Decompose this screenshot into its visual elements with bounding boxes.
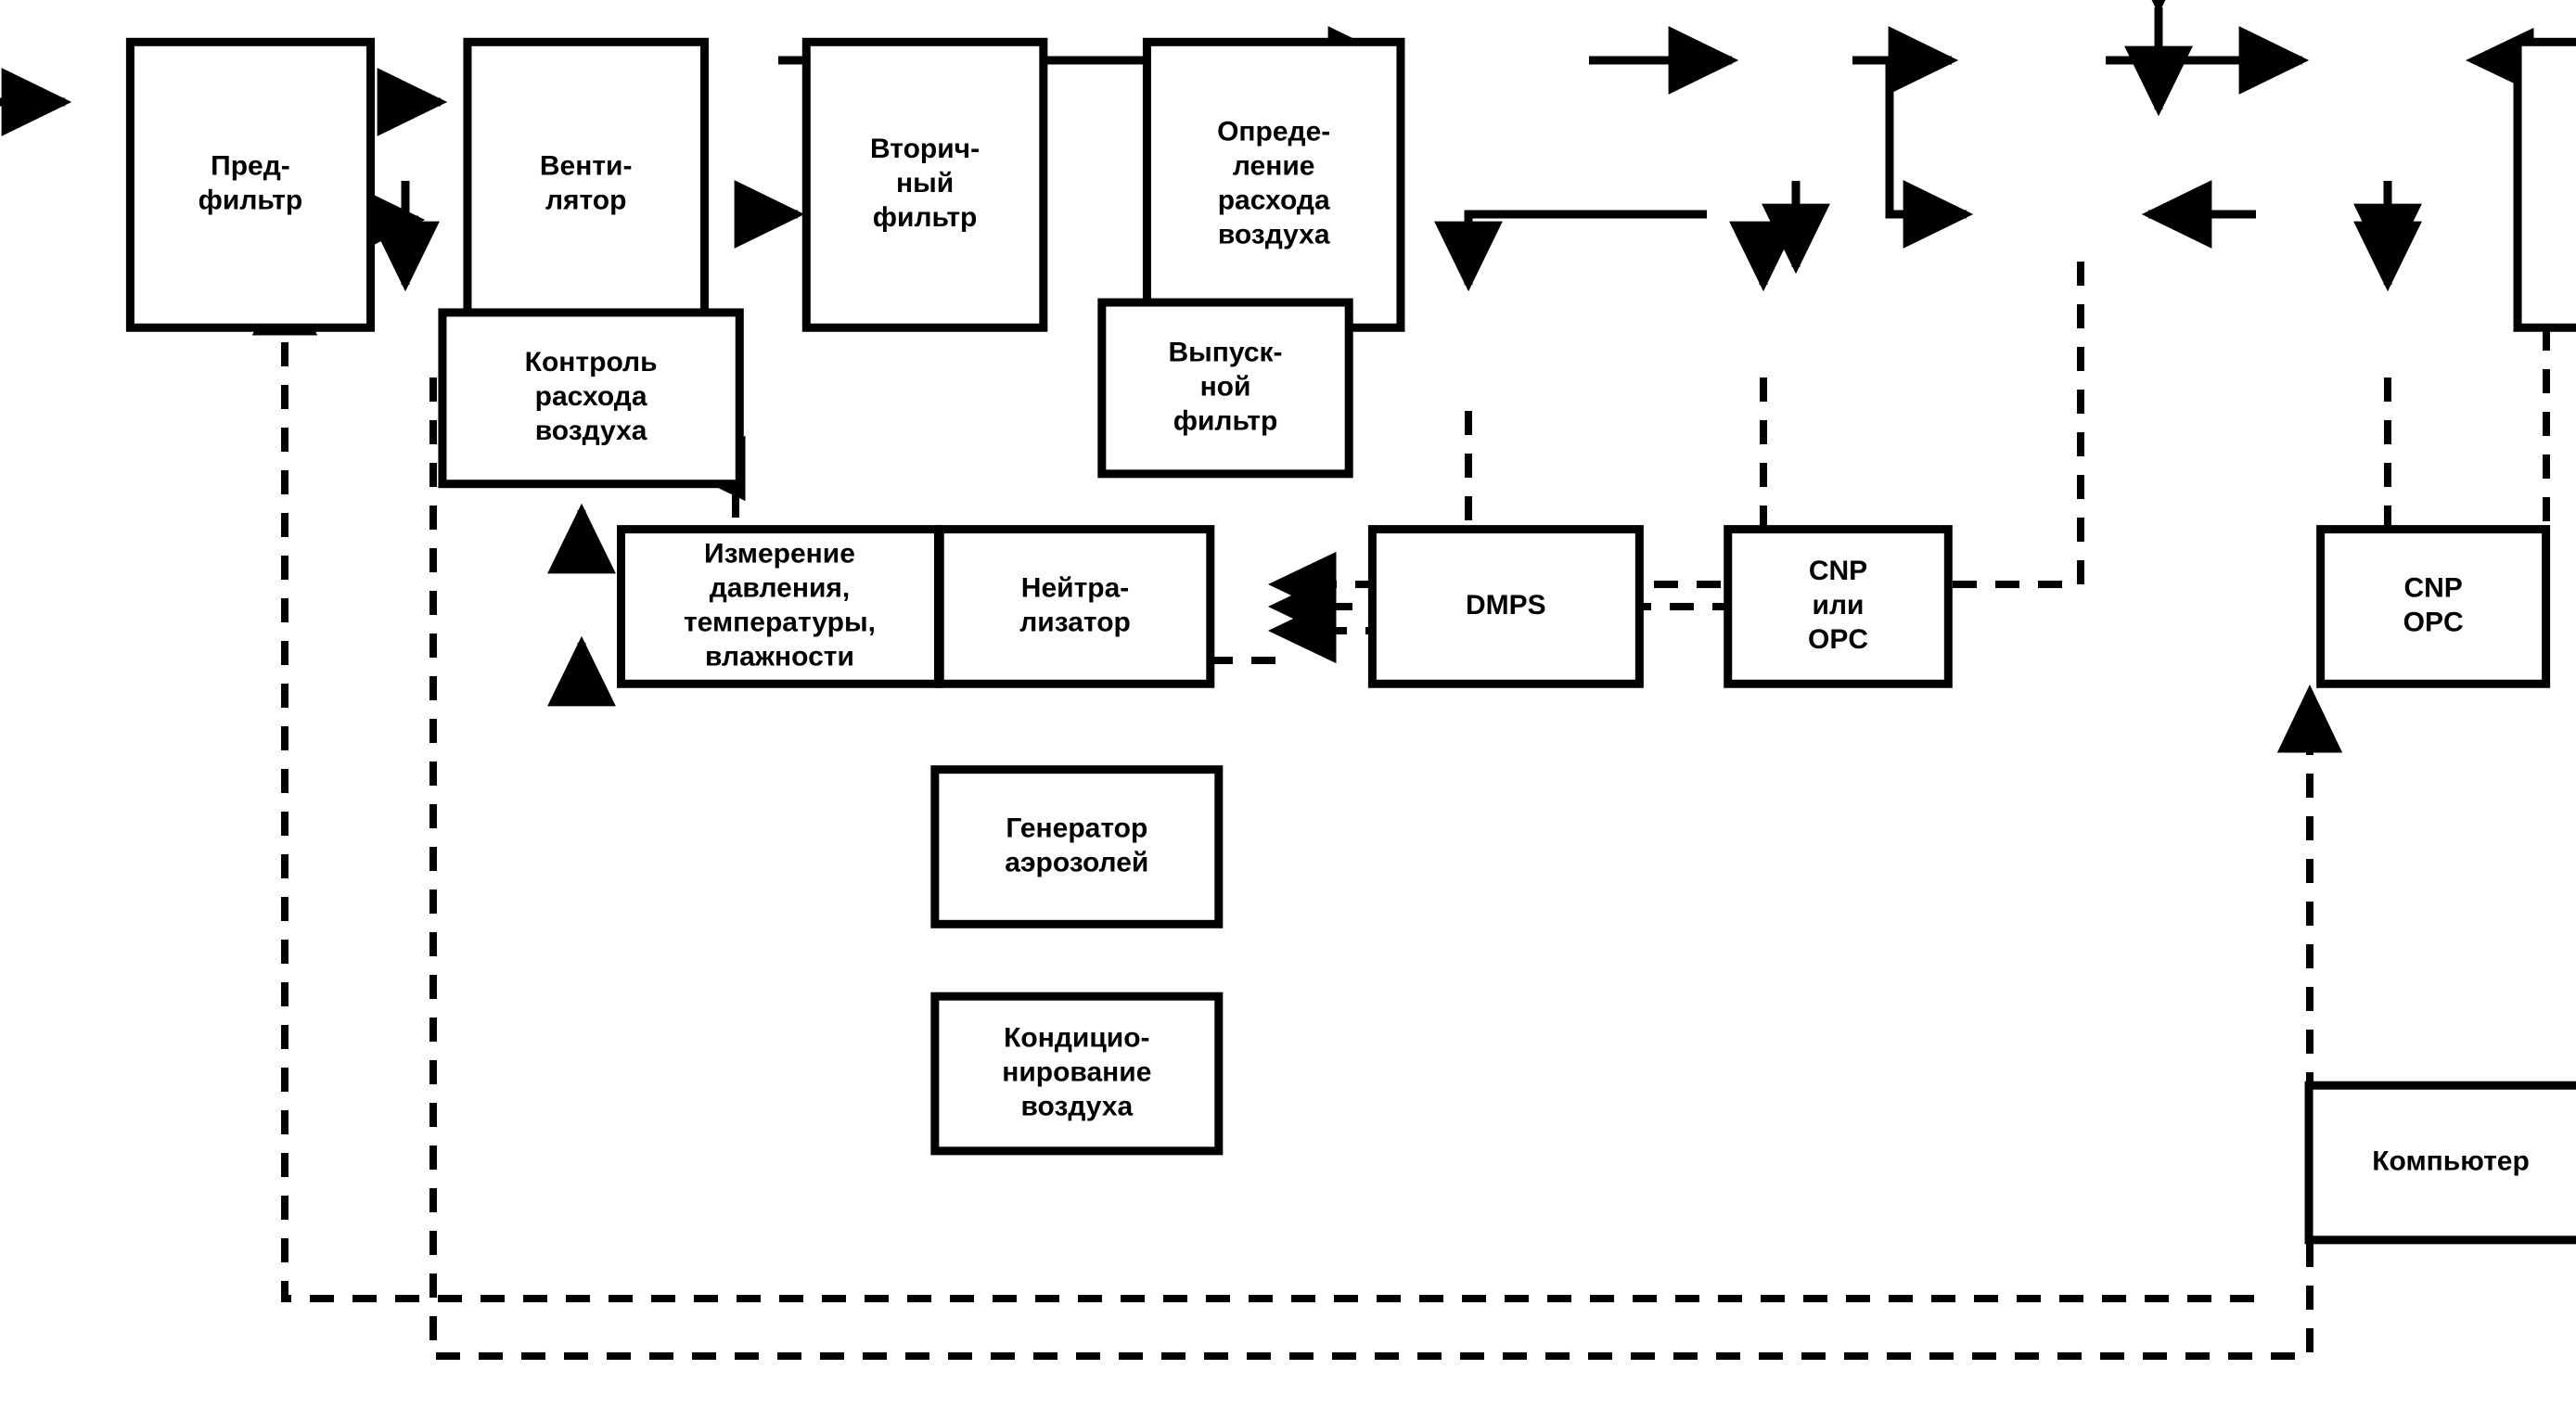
node-box-neutralizer[interactable] xyxy=(935,525,1215,688)
node-label-ptmeasure: Измерение xyxy=(704,538,855,569)
node-prefilter[interactable]: Пред-фильтр xyxy=(125,37,376,332)
node-neutralizer[interactable]: Нейтра-лизатор xyxy=(935,525,1215,688)
node-airconditioning[interactable]: Кондицио-нирование воздуха xyxy=(930,992,1224,1156)
node-label-cnpopc1: OPC xyxy=(1808,624,1868,655)
node-label-flowcontrol: воздуха xyxy=(535,416,647,446)
node-box-exhaustfilter[interactable] xyxy=(1097,298,1353,479)
node-box-ptmeasure[interactable] xyxy=(617,525,942,688)
edge-flowdetermine-flowcontrol xyxy=(354,181,426,254)
node-label-secondfilter: фильтр xyxy=(873,202,978,233)
node-box-secondfilter[interactable] xyxy=(801,37,1048,332)
node-label-ptmeasure: давления, xyxy=(710,572,851,603)
edge-sampling-dpmeasure xyxy=(1885,60,1974,249)
node-flowdetermine[interactable]: Опреде-ление расхода воздуха xyxy=(1142,37,1405,332)
edge-dilution-dmps xyxy=(1434,210,1707,292)
node-label-flowcontrol: расхода xyxy=(535,381,647,412)
node-label-exhaustfilter: фильтр xyxy=(1173,405,1278,436)
node-cnpopc2[interactable]: CNP OPC xyxy=(2316,525,2551,688)
node-fan[interactable]: Венти-лятор xyxy=(463,37,709,332)
node-label-ptmeasure: влажности xyxy=(705,641,854,672)
node-label-flowdetermine: Опреде- xyxy=(1217,117,1330,147)
node-box-aerosolgen[interactable] xyxy=(930,765,1224,928)
node-label-flowcontrol: Контроль xyxy=(525,347,658,378)
node-label-flowdetermine: расхода xyxy=(1218,186,1330,216)
node-label-aerosolgen: Генератор xyxy=(1006,813,1147,843)
node-box-computer[interactable] xyxy=(2304,1081,2576,1245)
node-label-secondfilter: ный xyxy=(896,168,954,198)
node-label-cnpopc1: CNP xyxy=(1809,556,1867,586)
node-aerosolmix[interactable]: Смешива-ниеаэрозолей xyxy=(2513,37,2576,332)
node-label-flowdetermine: ление xyxy=(1233,151,1315,182)
node-label-secondfilter: Вторич- xyxy=(870,134,980,164)
node-label-airconditioning: воздуха xyxy=(1020,1091,1133,1121)
node-label-fan: Венти- xyxy=(540,151,633,182)
node-boxes-layer: Пред-фильтр Венти-лятор Вторич-ный фильтр Оп… xyxy=(125,37,2576,1245)
node-label-prefilter: фильтр xyxy=(199,186,303,216)
node-label-cnpopc1: или xyxy=(1813,590,1865,621)
node-dmps[interactable]: DMPS xyxy=(1367,525,1644,688)
node-computer[interactable]: Компьютер xyxy=(2304,1081,2576,1245)
node-box-aerosolmix[interactable] xyxy=(2513,37,2576,332)
node-label-fan: лятор xyxy=(545,186,627,216)
node-label-neutralizer: Нейтра- xyxy=(1021,572,1129,603)
node-label-exhaustfilter: Выпуск- xyxy=(1168,337,1282,367)
node-label-neutralizer: лизатор xyxy=(1019,607,1131,637)
node-label-cnpopc2: CNP xyxy=(2403,572,2462,603)
node-box-dmps[interactable] xyxy=(1367,525,1644,688)
edge-ptmeasure-computer xyxy=(429,378,2343,1360)
node-box-cnpopc1[interactable] xyxy=(1724,525,1953,688)
node-box-airconditioning[interactable] xyxy=(930,992,1224,1156)
node-label-dmps: DMPS xyxy=(1466,590,1546,621)
node-label-computer: Компьютер xyxy=(2372,1146,2530,1176)
node-box-fan[interactable] xyxy=(463,37,709,332)
node-label-flowdetermine: воздуха xyxy=(1218,220,1330,250)
node-label-cnpopc2: OPC xyxy=(2403,607,2464,637)
node-box-cnpopc2[interactable] xyxy=(2316,525,2551,688)
node-box-flowcontrol[interactable] xyxy=(438,308,744,489)
node-label-airconditioning: нирование xyxy=(1002,1056,1151,1087)
node-label-ptmeasure: температуры, xyxy=(684,607,876,637)
node-secondfilter[interactable]: Вторич-ный фильтр xyxy=(801,37,1048,332)
node-label-prefilter: Пред- xyxy=(211,151,290,182)
edge-computer-flowcontrol xyxy=(251,266,2254,1302)
node-aerosolgen[interactable]: Генератор аэрозолей xyxy=(930,765,1224,928)
node-box-prefilter[interactable] xyxy=(125,37,376,332)
node-label-aerosolgen: аэрозолей xyxy=(1005,847,1148,877)
node-label-exhaustfilter: ной xyxy=(1200,371,1251,402)
node-label-airconditioning: Кондицио- xyxy=(1004,1022,1149,1053)
